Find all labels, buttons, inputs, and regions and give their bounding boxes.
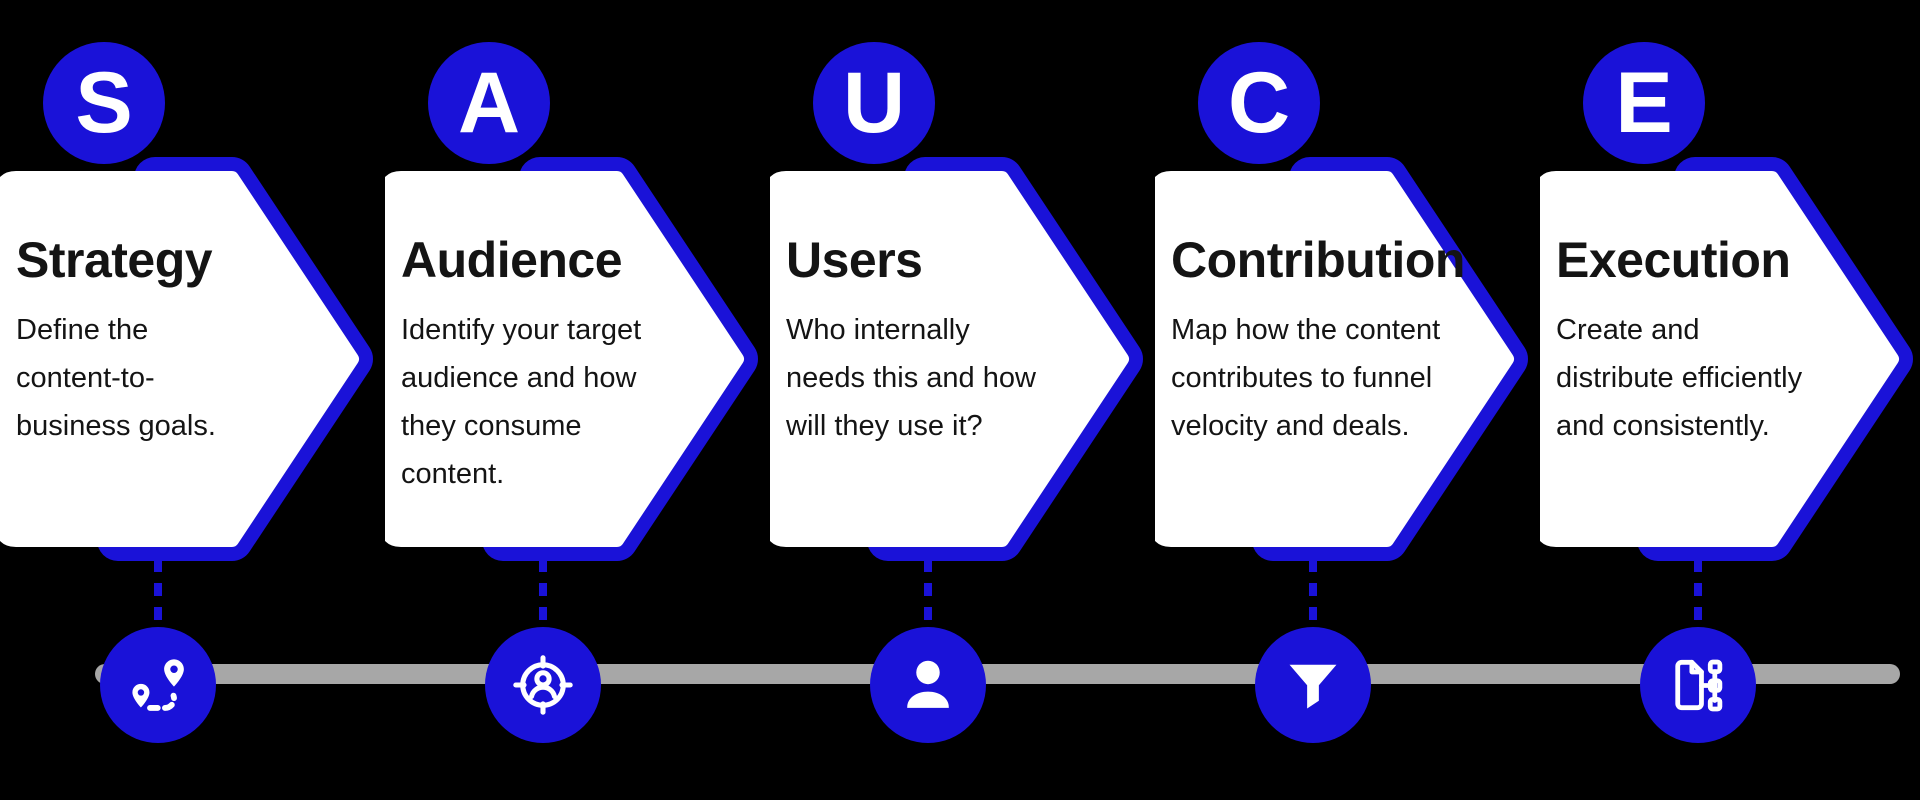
step-content: Strategy Define the content-to- business… [16, 232, 348, 450]
step-icon-circle [1255, 627, 1371, 743]
step-description: Who internally needs this and how will t… [786, 313, 1036, 442]
step-icon-circle [485, 627, 601, 743]
arrow-card [0, 157, 373, 561]
arrow-card [1540, 157, 1913, 561]
step-title: Strategy [16, 232, 213, 288]
step-description: Create and distribute efficiently and co… [1556, 313, 1803, 442]
step-letter-badge: E [1583, 42, 1705, 164]
step-icon-circle [870, 627, 986, 743]
step-content: Audience Identify your target audience a… [401, 232, 733, 498]
connector-line [154, 559, 162, 627]
step-letter-badge: U [813, 42, 935, 164]
arrow-card [770, 157, 1143, 561]
step-title: Users [786, 232, 923, 288]
document-flow-icon [1675, 659, 1723, 712]
funnel-icon [1289, 664, 1337, 709]
step-letter: U [842, 55, 906, 151]
step-content: Execution Create and distribute efficien… [1556, 232, 1888, 450]
step-title: Audience [401, 232, 623, 288]
arrow-card [1155, 157, 1528, 561]
arrow-card-shape [770, 171, 1129, 547]
step-letter: C [1227, 55, 1291, 151]
step-content: Users Who internally needs this and how … [786, 232, 1118, 450]
step-description: Identify your target audience and how th… [401, 313, 642, 490]
sauce-step-execution: Execution Create and distribute efficien… [1540, 0, 1920, 800]
connector-line [539, 559, 547, 627]
sauce-step-audience: Audience Identify your target audience a… [385, 0, 785, 800]
step-letter-badge: A [428, 42, 550, 164]
step-description: Define the content-to- business goals. [16, 313, 216, 442]
connector-line [924, 559, 932, 627]
connector-line [1694, 559, 1702, 627]
step-title: Contribution [1171, 232, 1465, 288]
step-icon-circle [1640, 627, 1756, 743]
route-icon [132, 659, 184, 711]
arrow-card-shape [1155, 171, 1514, 547]
step-letter: A [457, 55, 521, 151]
sauce-step-contribution: Contribution Map how the content contrib… [1155, 0, 1555, 800]
step-icon-circle [100, 627, 216, 743]
step-letter: E [1615, 55, 1673, 151]
arrow-card-shape [385, 171, 744, 547]
sauce-step-strategy: Strategy Define the content-to- business… [0, 0, 400, 800]
step-content: Contribution Map how the content contrib… [1171, 232, 1503, 450]
connector-line [1309, 559, 1317, 627]
arrow-card-shape [1540, 171, 1899, 547]
arrow-card-shape [0, 171, 359, 547]
step-letter: S [75, 55, 133, 151]
target-audience-icon [513, 655, 573, 715]
step-description: Map how the content contributes to funne… [1171, 313, 1441, 442]
arrow-card [385, 157, 758, 561]
user-icon [907, 660, 949, 708]
sauce-step-users: Users Who internally needs this and how … [770, 0, 1170, 800]
step-letter-badge: S [43, 42, 165, 164]
step-title: Execution [1556, 232, 1791, 288]
step-letter-badge: C [1198, 42, 1320, 164]
